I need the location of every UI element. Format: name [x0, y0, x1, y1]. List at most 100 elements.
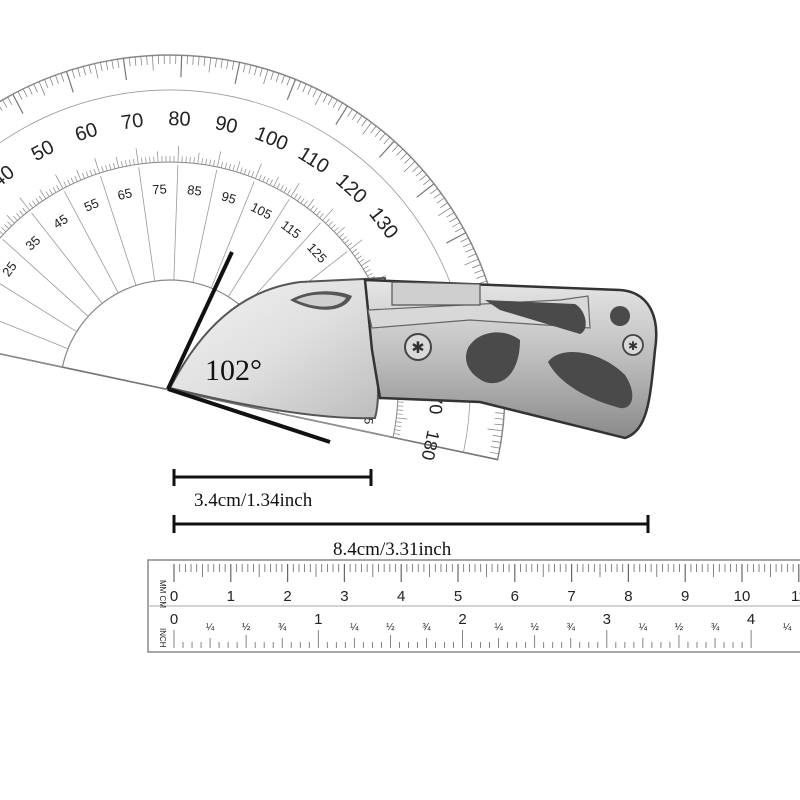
protractor-inner-tick: [94, 157, 100, 174]
protractor-inner-tick: [213, 160, 215, 167]
protractor-outer-tick: [7, 96, 13, 106]
protractor-outer-tick: [487, 428, 503, 432]
protractor-inner-tick: [310, 205, 315, 211]
protractor-outer-tick: [220, 59, 223, 69]
protractor-inner-tick: [45, 191, 50, 197]
protractor-inner-tick: [290, 182, 300, 197]
protractor-outer-tick: [370, 125, 377, 134]
protractor-inner-tick: [255, 163, 262, 179]
protractor-inner-tick: [397, 409, 404, 411]
protractor-outer-tick: [396, 148, 403, 156]
protractor-inner-tick: [220, 161, 223, 168]
protractor-outer-tick: [49, 77, 54, 86]
total-length-label: 8.4cm/3.31inch: [333, 539, 452, 560]
protractor-inner-tick: [13, 215, 18, 221]
protractor-outer-tick: [215, 58, 217, 68]
protractor-outer-tick: [400, 152, 408, 160]
protractor-outer-tick: [312, 88, 318, 98]
protractor-inner-tick: [217, 151, 222, 168]
protractor-outer-tick: [208, 57, 212, 73]
handle-cutout-center: [465, 332, 520, 384]
protractor-inner-tick: [35, 198, 40, 204]
protractor-inner-tick: [306, 198, 315, 209]
ruler-fraction-label: ¾: [278, 622, 287, 633]
protractor-outer-tick: [302, 83, 307, 93]
protractor-inner-tick: [341, 236, 347, 241]
protractor-inner-label: 85: [186, 182, 202, 199]
protractor-radial-line: [277, 412, 391, 438]
protractor-inner-tick: [157, 151, 159, 163]
protractor-outer-tick: [492, 435, 502, 437]
ruler-inch-label: 1: [314, 611, 322, 628]
protractor-radial-line: [210, 181, 255, 289]
blade-length-label: 3.4cm/1.34inch: [194, 490, 313, 511]
protractor-inner-tick: [177, 146, 179, 163]
ruler-cm-label: 0: [170, 588, 178, 605]
protractor-inner-tick: [63, 181, 67, 188]
protractor-outer-tick: [297, 81, 302, 91]
protractor-inner-tick: [209, 159, 211, 166]
protractor-inner-tick: [141, 157, 143, 164]
protractor-outer-tick: [361, 118, 368, 127]
protractor-inner-tick: [224, 162, 227, 169]
protractor-outer-tick: [476, 275, 485, 279]
protractor-outer-tick: [65, 71, 74, 93]
protractor-outer-tick: [231, 61, 235, 71]
protractor-outer-tick: [12, 93, 24, 114]
protractor-outer-tick: [254, 66, 258, 76]
protractor-outer-tick: [175, 55, 177, 65]
ruler-cm-label: 10: [734, 588, 751, 605]
protractor-inner-tick: [293, 193, 298, 199]
protractor-inner-tick: [297, 195, 302, 202]
protractor-outer-tick: [117, 59, 120, 69]
protractor-inner-tick: [322, 208, 334, 221]
protractor-outer-tick: [423, 178, 431, 186]
ruler-fraction-label: ¼: [350, 621, 359, 633]
ruler-fraction-label: ¼: [206, 621, 215, 633]
protractor-inner-tick: [266, 177, 270, 184]
protractor-inner-tick: [396, 413, 403, 415]
protractor-inner-tick: [67, 179, 71, 186]
svg-text:✱: ✱: [628, 339, 638, 353]
protractor-inner-tick: [89, 169, 93, 176]
protractor-outer-tick: [226, 60, 229, 70]
protractor-outer-tick: [335, 105, 349, 125]
protractor-inner-tick: [133, 158, 135, 165]
protractor-inner-tick: [351, 248, 358, 254]
protractor-outer-tick: [82, 66, 86, 76]
protractor-outer-tick: [242, 63, 246, 73]
protractor-outer-tick: [111, 60, 114, 70]
protractor-inner-tick: [101, 166, 104, 173]
protractor-outer-tick: [88, 64, 92, 74]
protractor-inner-tick: [193, 157, 195, 164]
protractor-radial-line: [31, 212, 103, 304]
protractor-inner-tick: [273, 176, 279, 188]
ruler-fraction-label: ½: [386, 622, 395, 633]
protractor-outer-tick: [430, 188, 438, 195]
protractor-inner-tick: [161, 156, 163, 163]
protractor-inner-tick: [4, 224, 10, 230]
protractor-inner-tick: [367, 272, 373, 277]
protractor-outer-tick: [378, 140, 395, 158]
protractor-inner-tick: [7, 221, 12, 227]
protractor-outer-tick: [307, 86, 312, 95]
protractor-inner-tick: [93, 168, 97, 175]
protractor-outer-tick: [122, 58, 128, 81]
protractor-inner-tick: [397, 405, 404, 407]
protractor-radial-line: [2, 239, 89, 317]
protractor-inner-tick: [181, 156, 183, 163]
protractor-outer-tick: [438, 207, 452, 217]
protractor-inner-label: 55: [82, 195, 101, 214]
protractor-inner-tick: [395, 421, 402, 423]
protractor-outer-tick: [332, 99, 338, 108]
angle-line-edge: [167, 387, 331, 444]
protractor-inner-tick: [396, 417, 408, 420]
protractor-outer-tick: [275, 73, 280, 82]
protractor-inner-tick: [361, 259, 371, 267]
ruler-fraction-label: ½: [675, 622, 684, 633]
protractor-inner-tick: [129, 159, 131, 166]
blade-length-dimension: [172, 469, 373, 486]
protractor-inner-tick: [394, 429, 401, 431]
protractor-outer-tick: [491, 440, 501, 443]
